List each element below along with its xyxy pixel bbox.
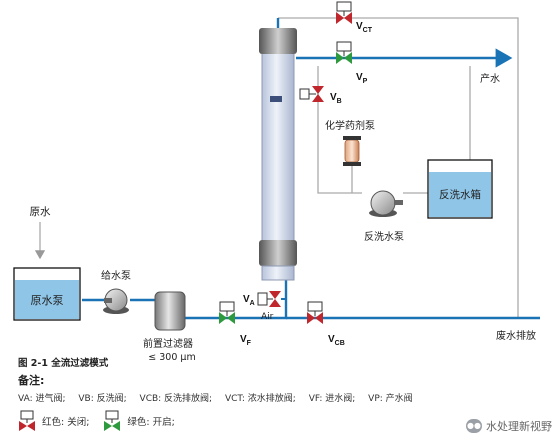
feed-pump [103,288,129,314]
legend-vp: VP: 产水阀 [368,394,413,404]
product-label: 产水 [480,72,500,85]
notes-title: 备注: [18,374,45,387]
backwash-pump-label: 反洗水泵 [364,231,404,243]
legend-vct: VCT: 浓水排放阀; [224,394,296,404]
backwash-return-line [317,66,362,194]
backwash-tank: 反洗水箱 [427,159,493,219]
valve-vb-label: VB [330,92,342,105]
watermark: ●● 水处理新视野 [466,418,552,434]
valve-vcb[interactable] [307,301,323,324]
uf-membrane-module [259,28,297,281]
raw-water-label: 原水 [30,206,51,218]
chemical-pump [343,136,361,166]
concentrate-line [278,17,519,312]
legend-vb: VB: 反洗阀; [78,394,127,404]
raw-tank-label: 原水泵 [31,294,64,307]
legend-va: VA: 进气阀; [18,394,66,404]
waste-label: 废水排放 [496,329,536,342]
figure-caption: 图 2-1 全流过滤模式 [18,358,109,369]
watermark-text: 水处理新视野 [486,420,552,433]
raw-water-tank: 原水泵 [13,267,81,321]
valve-vct[interactable] [336,1,352,24]
chem-pump-label: 化学药剂泵 [325,119,375,132]
valve-vf[interactable] [219,301,235,324]
valve-vb[interactable] [299,86,324,102]
chat-icon: ●● [466,419,482,433]
air-label: Air [261,312,274,322]
valve-legend: VA: 进气阀; VB: 反洗阀; VCB: 反洗排放阀; VCT: 浓水排放阀… [18,391,558,404]
valve-va[interactable] [257,291,286,307]
valve-va-label: VA [243,294,255,307]
backwash-pump [369,190,403,217]
green-valve-icon [104,410,121,431]
legend-vcb: VCB: 反洗排放阀; [139,394,213,404]
valve-vct-label: VCT [356,21,373,34]
legend-red-text: 红色: 关闭; [42,417,90,428]
legend-red-item: 红色: 关闭; [18,410,89,432]
feed-pump-label: 给水泵 [101,269,131,282]
valve-vp[interactable] [336,41,352,64]
legend-vf: VF: 进水阀; [308,394,356,404]
valve-vcb-label: VCB [328,334,345,347]
backwash-tank-label: 反洗水箱 [439,188,481,201]
legend-green-item: 绿色: 开启; [103,410,175,432]
valve-vp-label: VP [356,72,368,85]
prefilter-label: 前置过滤器 [143,337,193,350]
red-valve-icon [19,410,35,431]
color-legend: 红色: 关闭; 绿色: 开启; [18,410,189,432]
prefilter-spec: ≤ 300 μm [148,352,195,363]
legend-green-text: 绿色: 开启; [127,417,175,428]
valve-vf-label: VF [240,334,252,347]
prefilter [154,291,186,331]
